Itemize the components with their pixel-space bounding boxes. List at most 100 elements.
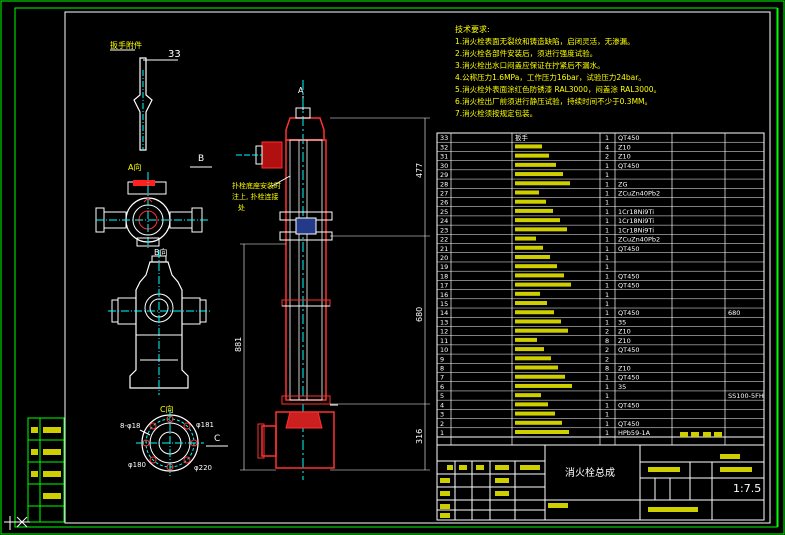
annotation-line-3: 处 — [238, 203, 245, 212]
annotation-line-1: 扑栓底座安装时 — [232, 181, 281, 190]
part-qty: 1 — [605, 300, 609, 308]
part-name-glyphs — [515, 337, 537, 342]
part-material: ZCuZn40Pb2 — [618, 189, 660, 197]
part-material: QT450 — [618, 134, 640, 142]
part-number: 25 — [440, 208, 448, 216]
part-number: 23 — [440, 226, 448, 234]
part-qty: 1 — [605, 383, 609, 391]
part-qty: 1 — [605, 180, 609, 188]
notes-title: 技术要求: — [455, 24, 490, 34]
part-number: 27 — [440, 189, 448, 197]
part-number: 13 — [440, 318, 448, 326]
dim-680: 680 — [415, 307, 424, 322]
part-name-glyphs — [515, 208, 553, 213]
view-b-label: B向 — [154, 247, 168, 257]
part-material: ZG — [618, 180, 628, 188]
view-c-label: C向 — [160, 404, 174, 414]
part-qty: 1 — [605, 199, 609, 207]
part-qty: 2 — [605, 346, 609, 354]
part-name-glyphs — [515, 420, 562, 425]
part-qty: 2 — [605, 153, 609, 161]
part-name-glyphs — [515, 374, 565, 379]
part-material: 35 — [618, 383, 626, 391]
part-material: QT450 — [618, 309, 640, 317]
part-qty: 1 — [605, 189, 609, 197]
part-qty: 1 — [605, 254, 609, 262]
part-qty: 1 — [605, 236, 609, 244]
part-number: 16 — [440, 291, 448, 299]
part-qty: 8 — [605, 337, 609, 345]
part-number: 21 — [440, 245, 448, 253]
part-name-glyphs — [515, 162, 556, 167]
view-arrow-a: A — [298, 86, 304, 95]
part-name-glyphs — [515, 430, 569, 434]
part-qty: 1 — [605, 411, 609, 419]
part-qty: 1 — [605, 226, 609, 234]
part-qty: 2 — [605, 355, 609, 363]
wrench-view: 扳手附件 33 — [110, 40, 181, 151]
part-material: QT450 — [618, 282, 640, 290]
part-qty: 1 — [605, 420, 609, 428]
wrench-title: 扳手附件 — [110, 40, 142, 50]
part-material: QT450 — [618, 374, 640, 382]
part-name-glyphs — [515, 199, 546, 204]
part-name-glyphs — [515, 227, 567, 232]
part-qty: 1 — [605, 217, 609, 225]
dim-881: 881 — [234, 337, 243, 352]
part-name-glyphs — [515, 301, 547, 306]
part-material: QT450 — [618, 245, 640, 253]
part-name-glyphs — [515, 328, 568, 333]
part-number: 14 — [440, 309, 448, 317]
part-qty: 1 — [605, 374, 609, 382]
part-number: 22 — [440, 236, 448, 244]
part-material: 1Cr18Ni9Ti — [618, 208, 654, 216]
part-name-glyphs — [515, 393, 541, 398]
part-material: QT450 — [618, 420, 640, 428]
part-name-glyphs — [515, 291, 540, 296]
part-name-glyphs — [515, 190, 539, 195]
part-name-glyphs — [515, 402, 548, 407]
part-name-glyphs — [515, 282, 571, 287]
part-name: 扳手 — [515, 133, 529, 142]
part-qty: 1 — [605, 208, 609, 216]
part-number: 30 — [440, 162, 448, 170]
part-number: 3 — [440, 411, 444, 419]
part-qty: 1 — [605, 282, 609, 290]
part-number: 1 — [440, 429, 444, 437]
part-number: 33 — [440, 134, 448, 142]
part-qty: 2 — [605, 328, 609, 336]
note-line-5: 5.消火栓外表面涂红色防锈漆 RAL3000，闷盖涂 RAL3000。 — [455, 84, 661, 94]
part-number: 2 — [440, 420, 444, 428]
part-qty: 8 — [605, 365, 609, 373]
part-qty: 1 — [605, 245, 609, 253]
part-qty: 1 — [605, 263, 609, 271]
part-name-glyphs — [515, 245, 543, 250]
part-name-glyphs — [515, 236, 536, 241]
part-number: 29 — [440, 171, 448, 179]
technical-notes: 技术要求: 1.消火栓表面无裂纹和铸造缺陷，启闭灵活，无渗漏。 2.消火栓各部件… — [455, 24, 661, 118]
annotation-line-2: 注上, 扑栓连接 — [232, 192, 278, 201]
part-number: 12 — [440, 328, 448, 336]
dim-316: 316 — [415, 429, 424, 444]
dim-181: φ181 — [196, 421, 214, 429]
title-block: 消火栓总成 1:7.5 — [436, 444, 765, 521]
part-name-glyphs — [515, 383, 572, 388]
dim-180: φ180 — [128, 461, 146, 469]
dim-bolt-circle: 8-φ18 — [120, 422, 141, 430]
part-qty: 1 — [605, 401, 609, 409]
part-number: 24 — [440, 217, 448, 225]
drawing-name: 消火栓总成 — [565, 466, 615, 479]
wrench-balloon-33: 33 — [168, 49, 181, 60]
part-qty: 1 — [605, 162, 609, 170]
part-material: QT450 — [618, 272, 640, 280]
part-material: Z10 — [618, 153, 631, 161]
part-material: QT450 — [618, 162, 640, 170]
part-name-glyphs — [515, 254, 550, 259]
part-note-row14: 680 — [728, 309, 740, 317]
view-b-elevation — [108, 250, 212, 395]
drawing-border — [14, 7, 778, 528]
drawing-scale: 1:7.5 — [733, 482, 761, 495]
part-number: 31 — [440, 153, 448, 161]
inner-border — [64, 11, 771, 524]
